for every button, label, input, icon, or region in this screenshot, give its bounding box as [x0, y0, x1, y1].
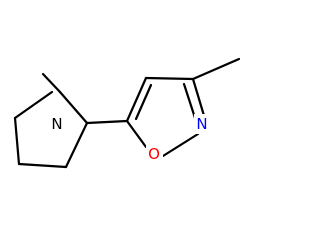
- bond-c3-methyl: [191, 57, 241, 81]
- bond-c2-c3: [64, 121, 89, 169]
- bond-o-c5: [125, 119, 148, 149]
- bond-c3-c4: [17, 162, 68, 169]
- bond-c3-n-single: [191, 77, 207, 121]
- bond-n-methyl: [41, 72, 62, 94]
- bond-c5-n: [13, 90, 54, 120]
- atom-label-o-isoxazole: O: [148, 145, 160, 163]
- atom-label-n-isoxazole: N: [196, 115, 207, 133]
- structure-diagram: N O N: [13, 57, 241, 169]
- bond-c4-c5: [13, 116, 21, 166]
- atom-label-n-pyrrolidine: N: [51, 115, 62, 133]
- bond-n-c2: [58, 90, 89, 125]
- bond-c5-c4-double: [134, 83, 153, 121]
- bond-c2-c5ring: [85, 119, 129, 125]
- bond-c5-c4-single: [125, 76, 148, 123]
- bond-c4-c3: [144, 76, 195, 81]
- bond-n-o: [161, 132, 200, 158]
